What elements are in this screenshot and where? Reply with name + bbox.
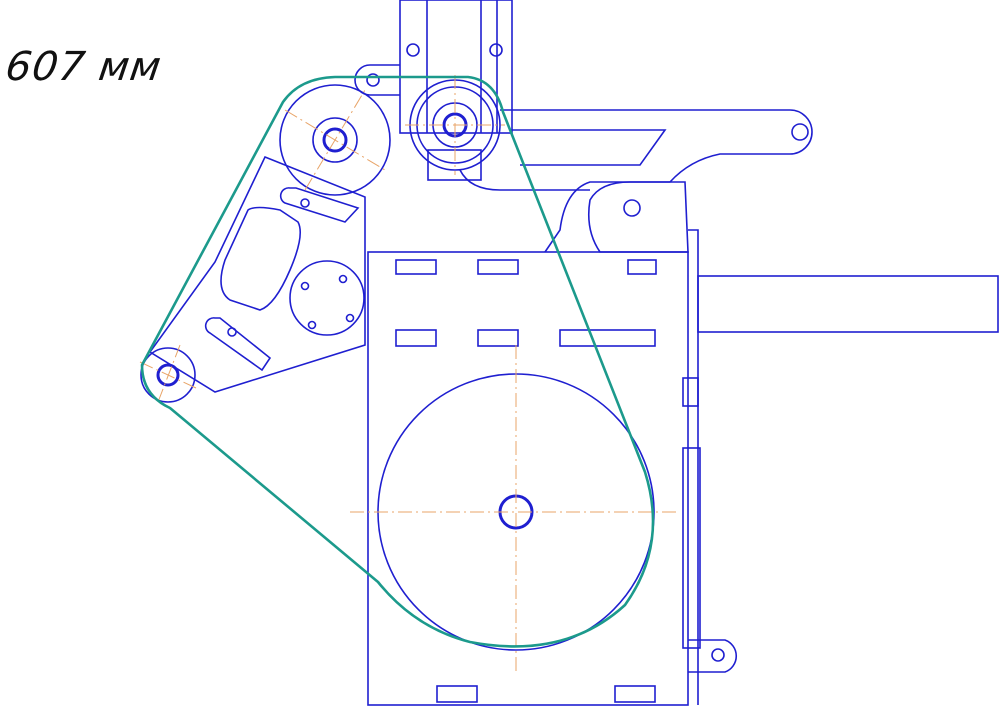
tension-arm	[148, 155, 366, 393]
lower-left-pulley	[139, 344, 197, 403]
belt-path	[140, 75, 655, 648]
housing-slots	[395, 259, 657, 703]
upper-frame	[459, 109, 813, 253]
upper-right-roller	[405, 75, 505, 175]
idler-disc	[289, 260, 365, 336]
drive-wheel	[350, 345, 680, 675]
right-shaft	[697, 275, 999, 333]
main-housing	[367, 229, 737, 706]
top-bracket	[354, 0, 513, 181]
upper-left-pulley	[279, 84, 391, 196]
